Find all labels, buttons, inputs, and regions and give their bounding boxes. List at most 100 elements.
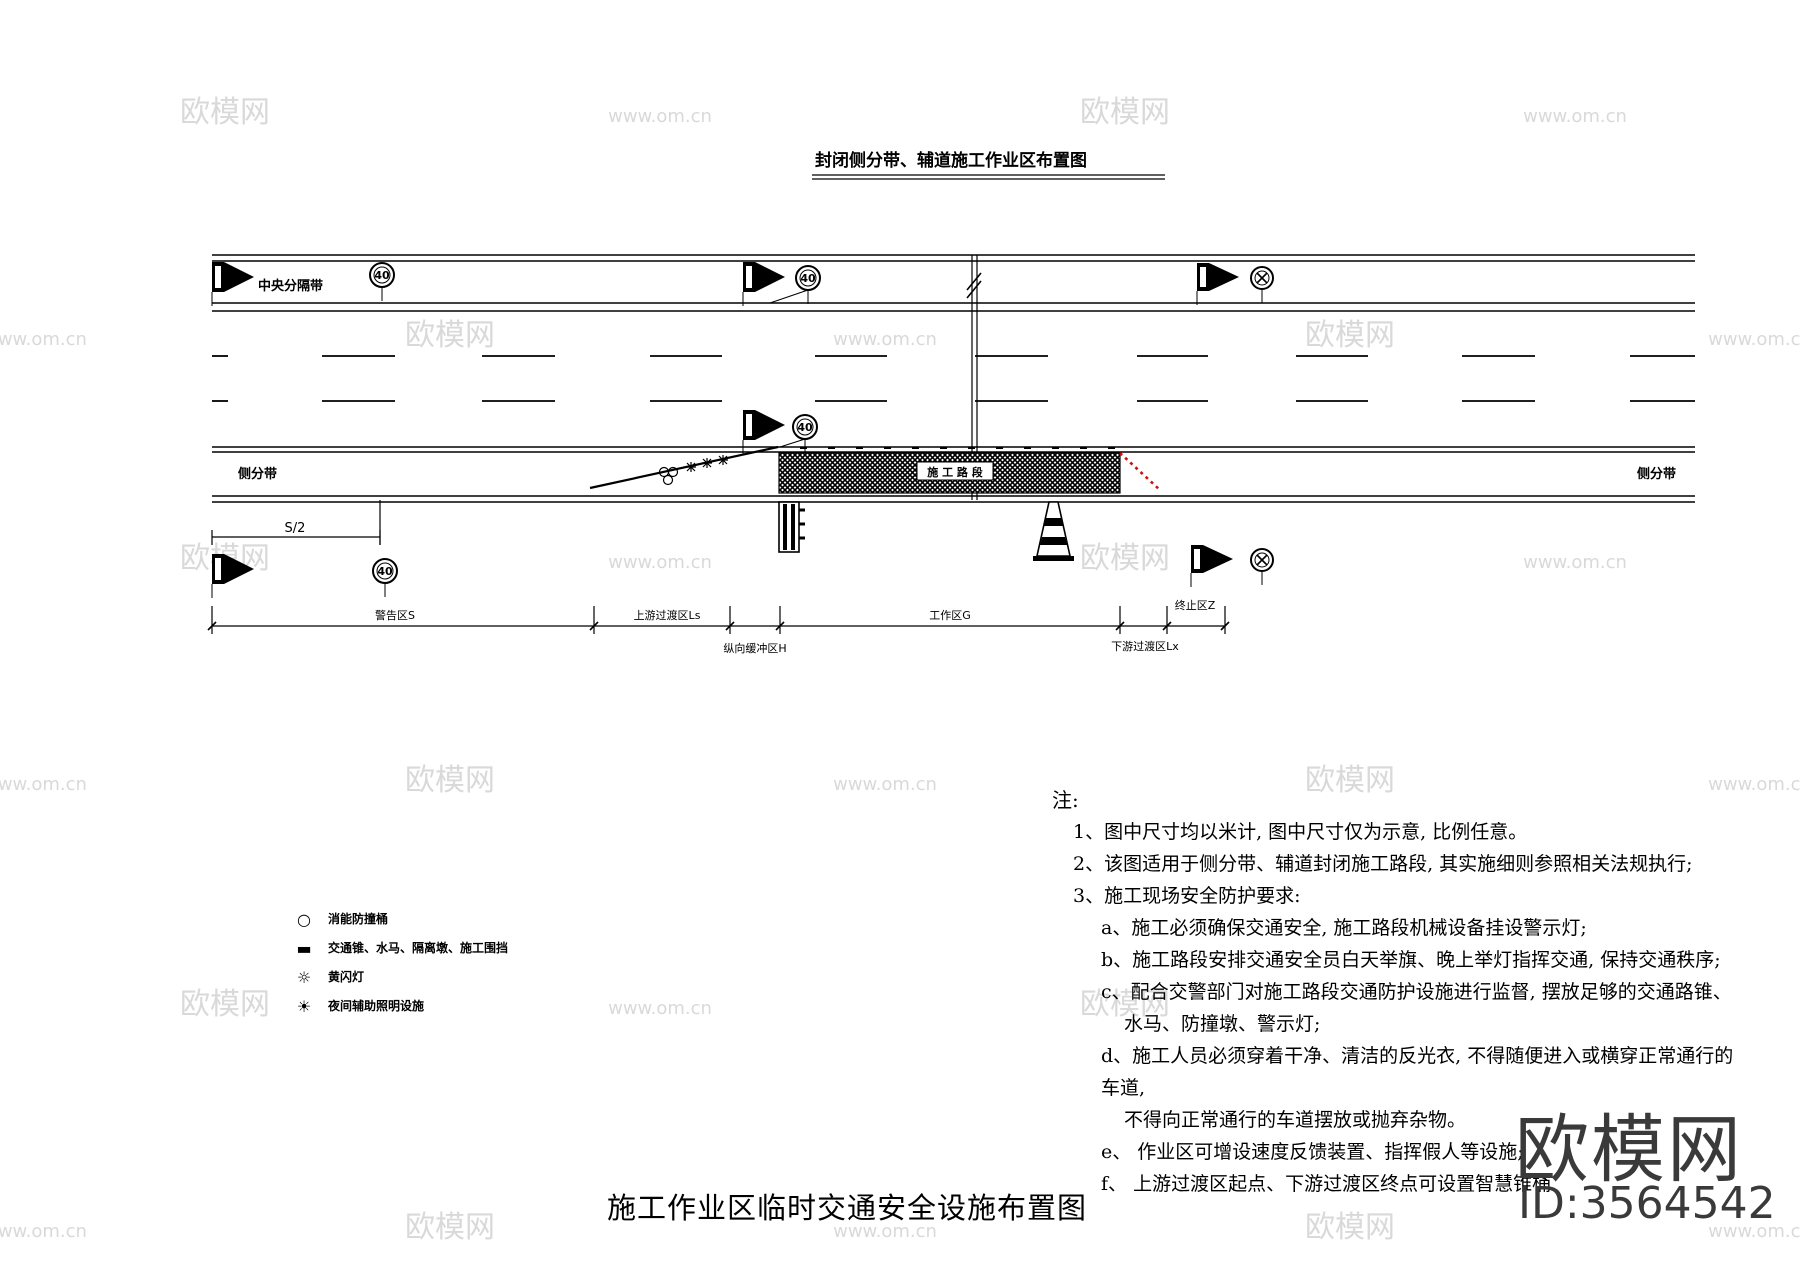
zone-tick-slash — [207, 621, 217, 631]
zone-end-label: 终止区Z — [1175, 598, 1216, 612]
starburst-icon: ☀ — [296, 997, 312, 1016]
legend-label: 黄闪灯 — [328, 970, 365, 984]
watermark-text: 欧模网 — [405, 763, 495, 798]
watermark-text: 欧模网 — [1080, 987, 1170, 1022]
circle-icon: ○ — [297, 910, 311, 929]
zone-work-label: 工作区G — [929, 609, 971, 622]
notes-header: 注: — [1052, 788, 1079, 812]
watermark-text: 欧模网 — [405, 318, 495, 353]
legend-label: 消能防撞桶 — [328, 912, 389, 926]
lift-speed-limit-sign — [1250, 548, 1274, 585]
notes-block: 注: 1、图中尺寸均以米计, 图中尺寸仅为示意, 比例任意。 2、该图适用于侧分… — [1052, 784, 1752, 1200]
speed-limit-value: 40 — [377, 565, 393, 578]
side-label-left: 侧分带 — [238, 466, 277, 482]
legend: ○ 消能防撞桶 ▬ 交通锥、水马、隔离墩、施工围挡 ☼ 黄闪灯 ☀ 夜间辅助照明设施 — [280, 905, 508, 1021]
legend-row: ☀ 夜间辅助照明设施 — [280, 992, 508, 1021]
sun-icon: ☼ — [296, 968, 312, 987]
work-zone-label: 施 工 路 段 — [927, 465, 983, 479]
sign-leader — [769, 289, 809, 304]
watermark-text: www.om.cn — [833, 1221, 937, 1242]
watermark-text: www.om.cn — [608, 998, 712, 1019]
s-half-dimension — [211, 500, 381, 545]
barrier-block — [778, 501, 805, 553]
bottom-title: 施工作业区临时交通安全设施布置图 — [607, 1191, 1088, 1225]
note-item: 2、该图适用于侧分带、辅道封闭施工路段, 其实施细则参照相关法规执行; — [1073, 853, 1693, 875]
upstream-taper-line — [589, 445, 779, 490]
speed-limit-sign: 40 — [372, 558, 398, 597]
warning-arrow-sign — [211, 554, 254, 598]
watermark-text: www.om.cn — [833, 774, 937, 795]
warning-arrow-sign — [1190, 545, 1233, 587]
speed-limit-sign: 40 — [795, 265, 821, 304]
warning-arrow-sign — [742, 262, 785, 306]
s-half-label: S/2 — [285, 521, 306, 536]
note-item: e、 作业区可增设速度反馈装置、指挥假人等设施; — [1101, 1141, 1524, 1163]
watermark-text: www.om.cn — [608, 552, 712, 573]
dash-icon: ▬ — [296, 939, 312, 958]
lift-speed-limit-sign — [1250, 266, 1274, 303]
note-item: a、施工必须确保交通安全, 施工路段机械设备挂设警示灯; — [1101, 917, 1587, 939]
warning-arrow-sign — [742, 410, 785, 454]
legend-row: ○ 消能防撞桶 — [280, 905, 508, 934]
watermark-text: www.om.cn — [0, 1221, 87, 1242]
watermark-text: www.om.cn — [1708, 1221, 1800, 1242]
brand-watermark: 欧模网 — [1515, 1107, 1743, 1193]
zone-buffer-label: 纵向缓冲区H — [723, 641, 786, 655]
crash-barrels — [658, 466, 679, 486]
brand-id: ID:3564542 — [1518, 1178, 1776, 1229]
zone-tick-slash — [1115, 621, 1125, 631]
work-zone-label-box — [916, 461, 994, 481]
sign-leader — [779, 438, 806, 448]
watermark-text: www.om.cn — [0, 329, 87, 350]
legend-label: 交通锥、水马、隔离墩、施工围挡 — [328, 941, 509, 955]
side-label-right: 侧分带 — [1637, 466, 1676, 482]
legend-label: 夜间辅助照明设施 — [328, 999, 425, 1013]
downstream-taper — [1119, 452, 1161, 491]
warning-arrow-sign — [211, 262, 254, 306]
note-item: 不得向正常通行的车道摆放或抛弃杂物。 — [1124, 1109, 1467, 1131]
note-item: 3、施工现场安全防护要求: — [1073, 885, 1301, 907]
legend-row: ☼ 黄闪灯 — [280, 963, 508, 992]
zone-tick-slash — [589, 621, 599, 631]
warning-arrow-sign — [1196, 263, 1239, 305]
watermark-text: www.om.cn — [1708, 329, 1800, 350]
zone-upstream-label: 上游过渡区Ls — [634, 608, 701, 622]
zone-dimension-line — [207, 606, 1230, 634]
zone-tick-slash — [775, 621, 785, 631]
road-lines — [212, 254, 1695, 503]
zone-tick-slash — [1162, 621, 1172, 631]
speed-limit-value: 40 — [800, 272, 816, 285]
diagram-title: 封闭侧分带、辅道施工作业区布置图 — [815, 150, 1087, 171]
watermark-text: www.om.cn — [1523, 552, 1627, 573]
zone-warning-label: 警告区S — [375, 608, 415, 622]
watermark-text: www.om.cn — [1708, 774, 1800, 795]
speed-limit-value: 40 — [797, 421, 813, 434]
note-item: c、配合交警部门对施工路段交通防护设施进行监督, 摆放足够的交通路锥、 — [1101, 981, 1732, 1003]
note-item: 1、图中尺寸均以米计, 图中尺寸仅为示意, 比例任意。 — [1073, 821, 1528, 843]
watermark-text: www.om.cn — [1523, 106, 1627, 127]
watermark-text: www.om.cn — [833, 329, 937, 350]
speed-limit-sign: 40 — [369, 262, 395, 301]
watermark-text: 欧模网 — [1080, 95, 1170, 130]
watermark-text: 欧模网 — [180, 987, 270, 1022]
zone-tick-slash — [725, 621, 735, 631]
note-item: f、 上游过渡区起点、下游过渡区终点可设置智慧锥桶 — [1101, 1173, 1552, 1195]
watermark-text: www.om.cn — [608, 106, 712, 127]
median-label: 中央分隔带 — [258, 278, 323, 294]
note-item: d、施工人员必须穿着干净、清洁的反光衣, 不得随便进入或横穿正常通行的车道, — [1101, 1045, 1734, 1099]
lane-dashes — [212, 355, 1695, 402]
watermark-text: 欧模网 — [1305, 763, 1395, 798]
note-item: 水马、防撞墩、警示灯; — [1124, 1013, 1321, 1035]
watermark-layer: 欧模网 www.om.cn 欧模网 www.om.cn www.om.cn 欧模网 www.… — [0, 95, 1800, 1245]
watermark-text: 欧模网 — [180, 95, 270, 130]
watermark-text: 欧模网 — [405, 1210, 495, 1245]
watermark-text: 欧模网 — [1080, 541, 1170, 576]
flash-lights — [686, 455, 728, 472]
legend-row: ▬ 交通锥、水马、隔离墩、施工围挡 — [280, 934, 508, 963]
zone-tick-slash — [1220, 621, 1230, 631]
speed-limit-value: 40 — [374, 269, 390, 282]
watermark-text: 欧模网 — [1305, 318, 1395, 353]
zone-downstream-label: 下游过渡区Lx — [1111, 639, 1179, 653]
note-item: b、施工路段安排交通安全员白天举旗、晚上举灯指挥交通, 保持交通秩序; — [1101, 949, 1721, 971]
